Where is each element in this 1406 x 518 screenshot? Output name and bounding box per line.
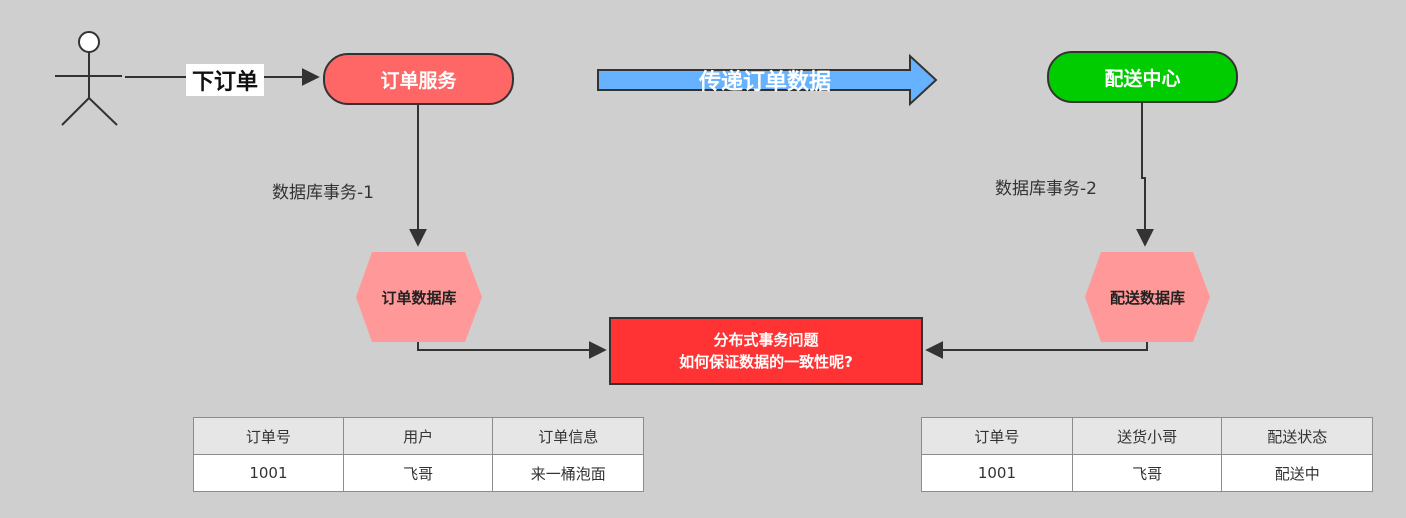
order-table-header-row: 订单号 用户 订单信息 <box>193 417 644 455</box>
delivery-db-label: 配送数据库 <box>1109 288 1185 307</box>
delivery-center-label: 配送中心 <box>1104 67 1181 90</box>
order-db-to-problem-connector <box>417 341 607 359</box>
table-row: 1001 飞哥 来一桶泡面 <box>193 454 644 492</box>
db-transaction-2-label: 数据库事务-2 <box>995 179 1097 199</box>
problem-box[interactable] <box>609 317 923 385</box>
table-row: 1001 飞哥 配送中 <box>921 454 1373 492</box>
delivery-table-header-row: 订单号 送货小哥 配送状态 <box>921 417 1373 455</box>
order-table-cell: 来一桶泡面 <box>492 454 644 492</box>
delivery-table-header-cell: 订单号 <box>921 417 1073 455</box>
order-table-header-cell: 用户 <box>342 417 494 455</box>
problem-line-2: 如何保证数据的一致性呢? <box>679 353 853 371</box>
big-arrow-shape <box>597 53 938 107</box>
problem-text: 分布式事务问题 如何保证数据的一致性呢? <box>610 318 922 384</box>
delivery-table-cell: 飞哥 <box>1071 454 1223 492</box>
delivery-table-cell: 1001 <box>921 454 1073 492</box>
place-order-label: 下订单 <box>186 64 264 96</box>
delivery-table-header-cell: 送货小哥 <box>1071 417 1223 455</box>
delivery-table-header-cell: 配送状态 <box>1221 417 1373 455</box>
problem-line-1: 分布式事务问题 <box>713 331 819 349</box>
delivery-table: 订单号 送货小哥 配送状态 1001 飞哥 配送中 <box>921 417 1373 492</box>
delivery-center-to-db-connector <box>1136 103 1154 247</box>
order-service-label: 订单服务 <box>380 69 457 92</box>
user-actor-icon <box>55 31 122 126</box>
order-service-node[interactable] <box>323 53 514 105</box>
order-db-node[interactable] <box>356 252 482 342</box>
order-table-header-cell: 订单号 <box>193 417 344 455</box>
delivery-center-node[interactable] <box>1047 51 1238 103</box>
delivery-db-to-problem-connector <box>925 341 1148 359</box>
order-table-cell: 1001 <box>193 454 344 492</box>
big-arrow-label: 传递订单数据 <box>698 70 831 95</box>
delivery-db-node[interactable] <box>1085 252 1210 342</box>
db-transaction-1-label: 数据库事务-1 <box>272 183 374 203</box>
order-table-cell: 飞哥 <box>342 454 494 492</box>
order-table-header-cell: 订单信息 <box>492 417 644 455</box>
order-table: 订单号 用户 订单信息 1001 飞哥 来一桶泡面 <box>193 417 644 492</box>
delivery-table-cell: 配送中 <box>1221 454 1373 492</box>
order-db-label: 订单数据库 <box>381 288 457 307</box>
